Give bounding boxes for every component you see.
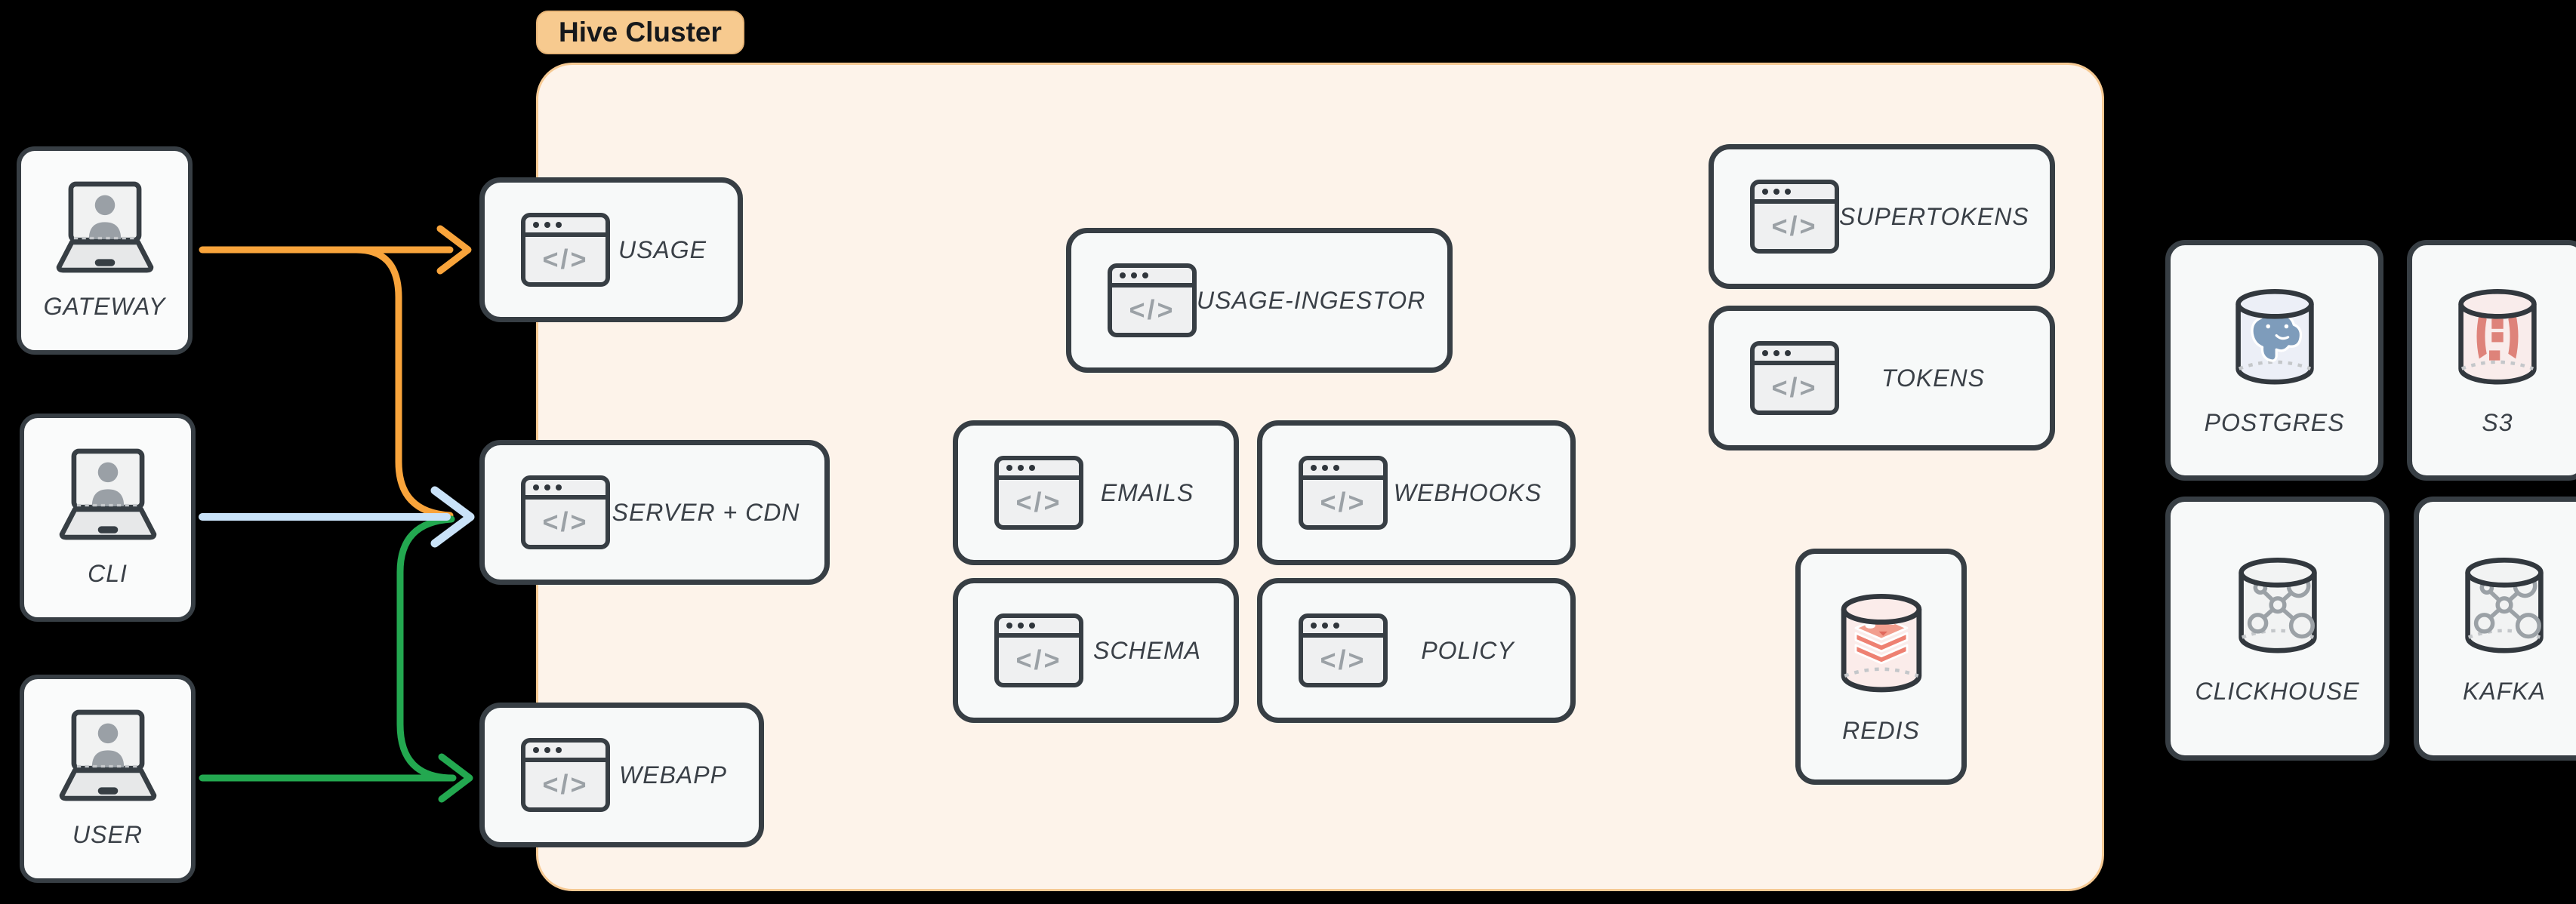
node-label: USAGE — [618, 235, 707, 263]
node-label: SUPERTOKENS — [1839, 202, 2029, 230]
node-usage: </> USAGE — [479, 177, 743, 322]
code-window-icon: </> — [1299, 613, 1388, 687]
code-window-icon: </> — [1750, 341, 1839, 415]
network-nodes-icon — [2473, 573, 2541, 638]
node-usage-ingestor: </> USAGE-INGESTOR — [1066, 228, 1453, 373]
database-cylinder-icon — [2235, 288, 2314, 385]
database-cylinder-icon — [2238, 557, 2317, 653]
node-s3: S3 — [2407, 240, 2576, 481]
s3-bucket-icon — [2476, 309, 2519, 361]
node-label: KAFKA — [2463, 677, 2546, 705]
node-schema: </> SCHEMA — [953, 578, 1239, 723]
hive-cluster-badge-label: Hive Cluster — [559, 17, 722, 48]
code-window-icon: </> — [994, 613, 1083, 687]
node-label: USAGE-INGESTOR — [1197, 286, 1426, 314]
node-user: USER — [20, 675, 196, 883]
node-clickhouse: CLICKHOUSE — [2165, 497, 2390, 761]
code-window-icon: </> — [521, 213, 610, 287]
arrow-gateway-usage-head — [436, 225, 472, 275]
node-label: POSTGRES — [2204, 409, 2345, 436]
code-window-icon: </> — [1750, 180, 1839, 254]
arrow-user-servercdn — [396, 515, 457, 782]
node-label: S3 — [2482, 409, 2513, 436]
node-policy: </> POLICY — [1257, 578, 1576, 723]
node-label: CLICKHOUSE — [2195, 677, 2360, 705]
node-gateway: GATEWAY — [17, 146, 193, 355]
node-label: USER — [72, 820, 143, 848]
node-tokens: </> TOKENS — [1709, 306, 2055, 450]
code-window-icon: </> — [521, 738, 610, 812]
node-supertokens: </> SUPERTOKENS — [1709, 144, 2055, 289]
code-window-icon: </> — [994, 456, 1083, 530]
node-label: POLICY — [1421, 636, 1514, 664]
laptop-user-icon — [59, 709, 156, 801]
laptop-user-icon — [59, 448, 156, 540]
laptop-user-icon — [56, 181, 153, 272]
node-label: GATEWAY — [43, 292, 166, 320]
node-label: WEBHOOKS — [1393, 478, 1542, 506]
node-cli: CLI — [20, 414, 196, 622]
node-webapp: </> WEBAPP — [479, 703, 764, 847]
node-label: TOKENS — [1881, 364, 1985, 392]
code-window-icon: </> — [1299, 456, 1388, 530]
database-cylinder-icon — [2458, 288, 2537, 385]
node-kafka: KAFKA — [2414, 497, 2576, 761]
node-webhooks: </> WEBHOOKS — [1257, 420, 1576, 565]
database-cylinder-icon — [1841, 594, 1921, 693]
arrow-gateway-servercdn — [353, 246, 454, 519]
code-window-icon: </> — [521, 475, 610, 549]
node-label: SERVER + CDN — [612, 498, 800, 526]
node-redis: REDIS — [1795, 549, 1967, 785]
arrow-user-webapp-head — [438, 753, 473, 803]
node-label: WEBAPP — [619, 761, 727, 789]
node-label: SCHEMA — [1093, 636, 1201, 664]
database-cylinder-icon — [2465, 557, 2544, 653]
node-label: REDIS — [1842, 717, 1920, 744]
node-label: CLI — [88, 559, 128, 587]
node-emails: </> EMAILS — [953, 420, 1239, 565]
code-window-icon: </> — [1108, 263, 1197, 337]
arrow-cli-servercdn-head — [430, 486, 475, 548]
node-postgres: POSTGRES — [2165, 240, 2383, 481]
node-label: EMAILS — [1100, 478, 1194, 506]
hive-cluster-badge: Hive Cluster — [536, 11, 744, 54]
node-server-cdn: </> SERVER + CDN — [479, 440, 830, 585]
